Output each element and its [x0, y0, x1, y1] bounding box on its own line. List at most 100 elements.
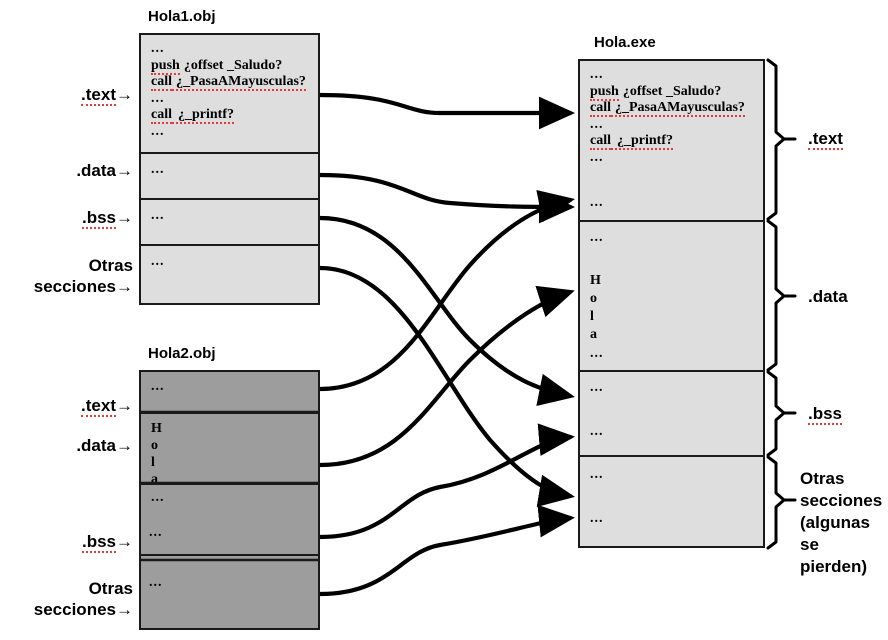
- label-exe-other-line1: Otras: [800, 469, 845, 488]
- hola1-other-dots: ...: [151, 254, 165, 269]
- hola1-text-section: ... push¿offset _Saludo? call¿_PasaAMayu…: [141, 35, 318, 154]
- label-obj2-text: .text→: [0, 395, 133, 417]
- hola2-obj-title: Hola2.obj: [148, 345, 216, 362]
- exe-text-code: ... push¿offset _Saludo? call¿_PasaAMayu…: [590, 67, 761, 166]
- label-obj2-bss-name: .bss: [81, 532, 116, 553]
- exe-code-call1-arg: ¿_PasaAMayusculas?: [611, 100, 745, 117]
- label-obj1-other: Otras secciones→: [0, 255, 133, 297]
- hola2-data-char-l: l: [151, 455, 155, 470]
- exe-data-char-l: l: [590, 309, 594, 324]
- hola-exe-box: ... push¿offset _Saludo? call¿_PasaAMayu…: [578, 59, 765, 548]
- exe-bss-dots-1: ...: [590, 380, 604, 395]
- bracket-data: [766, 219, 786, 372]
- label-obj2-bss: .bss→: [0, 531, 133, 553]
- hola1-code-line-1: ...: [151, 41, 165, 56]
- hola1-data-section: ...: [141, 154, 318, 200]
- label-obj2-text-arrow: →: [116, 396, 133, 415]
- label-obj1-data: .data→: [0, 160, 133, 181]
- hola1-code-call1: call: [151, 74, 172, 91]
- exe-text-section: ... push¿offset _Saludo? call¿_PasaAMayu…: [580, 61, 763, 222]
- hola1-code-call2-arg: ¿_printf?: [172, 107, 234, 124]
- exe-code-line-1: ...: [590, 67, 604, 82]
- label-exe-other-line5: pierden): [800, 557, 868, 576]
- arrow-obj2-data-to-exe-data: [317, 285, 575, 468]
- hola1-code-line-4: ...: [151, 90, 165, 106]
- label-obj2-other-line2: secciones: [33, 600, 116, 619]
- hola2-data-section-tail: [141, 485, 318, 556]
- hola1-text-code: ... push¿offset _Saludo? call¿_PasaAMayu…: [151, 41, 316, 140]
- label-exe-other-line2: secciones: [800, 491, 883, 510]
- arrow-obj1-text-to-exe-text: [317, 92, 576, 130]
- exe-other-dots-2: ...: [590, 511, 604, 526]
- hola2-text-section: ...: [141, 372, 318, 414]
- label-obj2-other-line1: Otras: [88, 579, 133, 598]
- hola2-other-dots: ...: [149, 575, 163, 590]
- hola2-text-dots: ...: [151, 379, 165, 394]
- label-obj1-other-arrow: →: [116, 277, 133, 296]
- exe-other-section: ... ...: [580, 457, 763, 546]
- exe-data-char-H: H: [590, 273, 601, 288]
- hola1-bss-section: ...: [141, 200, 318, 246]
- label-obj1-text: .text→: [0, 84, 133, 106]
- label-obj2-data-name: .data: [76, 436, 116, 455]
- label-exe-text-name: .text: [808, 129, 843, 150]
- bracket-other: [766, 455, 786, 550]
- hola-exe-title: Hola.exe: [594, 34, 656, 51]
- label-obj1-data-arrow: →: [116, 161, 133, 180]
- exe-data-dots-bottom: ...: [590, 346, 604, 361]
- hola1-code-push-arg: ¿offset _Saludo?: [183, 57, 283, 73]
- exe-bss-section: ... ...: [580, 372, 763, 457]
- hola2-bss-dots: ...: [149, 525, 163, 540]
- hola1-code-line-6: ...: [151, 123, 165, 139]
- arrow-obj2-bss-to-exe-bss: [317, 423, 576, 540]
- label-exe-text: .text: [808, 128, 843, 150]
- exe-code-line-4: ...: [590, 116, 604, 132]
- hola2-data-char-H: H: [151, 421, 162, 436]
- bracket-bss: [766, 370, 786, 457]
- hola1-code-call1-arg: ¿_PasaAMayusculas?: [172, 74, 306, 91]
- exe-data-section: ... H o l a ...: [580, 222, 763, 372]
- hola1-code-call2: call: [151, 107, 172, 124]
- hola2-data-char-o: o: [151, 438, 158, 453]
- label-exe-data-name: .data: [808, 287, 848, 306]
- label-exe-data: .data: [808, 286, 848, 308]
- hola2-data-char-a: a: [151, 472, 158, 487]
- hola1-obj-title: Hola1.obj: [148, 8, 216, 25]
- label-obj2-data: .data→: [0, 435, 133, 456]
- label-exe-bss-name: .bss: [808, 404, 843, 425]
- label-obj1-bss: .bss→: [0, 207, 133, 229]
- exe-code-line-6: ...: [590, 149, 604, 165]
- exe-code-push: push: [590, 83, 619, 101]
- label-obj1-bss-arrow: →: [116, 208, 133, 227]
- hola2-obj-box: ... H o l a ...: [139, 370, 320, 630]
- label-obj1-other-line2row: secciones→: [0, 276, 133, 297]
- arrow-obj1-otras-to-exe-otras: [317, 265, 575, 508]
- label-obj1-data-name: .data: [76, 161, 116, 180]
- exe-bss-dots-2: ...: [590, 424, 604, 439]
- arrow-obj2-otras-to-exe-otras: [317, 504, 576, 597]
- label-obj2-other: Otras secciones→: [0, 578, 133, 620]
- exe-data-dots-top: ...: [590, 230, 604, 245]
- exe-code-call2: call: [590, 133, 611, 150]
- label-exe-other-line3: (algunas: [800, 513, 870, 532]
- hola2-data-dots: ...: [151, 490, 165, 505]
- hola1-data-dots: ...: [151, 162, 165, 177]
- exe-data-char-o: o: [590, 291, 597, 306]
- arrow-obj2-text-to-exe-text: [317, 190, 575, 392]
- hola1-obj-box: ... push¿offset _Saludo? call¿_PasaAMayu…: [139, 33, 320, 305]
- bracket-text: [766, 58, 786, 221]
- label-obj1-other-line2: secciones: [33, 277, 116, 296]
- label-obj2-other-line2row: secciones→: [0, 599, 133, 620]
- arrow-obj1-data-to-exe-data: [317, 172, 576, 224]
- exe-code-call1: call: [590, 100, 611, 117]
- label-obj1-bss-name: .bss: [81, 208, 116, 229]
- exe-data-char-a: a: [590, 327, 597, 342]
- label-exe-other: Otras secciones (algunas se pierden): [800, 468, 882, 578]
- label-obj2-text-name: .text: [81, 396, 116, 417]
- exe-code-call2-arg: ¿_printf?: [611, 133, 673, 150]
- exe-code-push-arg: ¿offset _Saludo?: [622, 83, 722, 99]
- link-curves: [317, 92, 576, 597]
- hola1-bss-dots: ...: [151, 208, 165, 223]
- arrow-obj1-bss-to-exe-bss: [317, 215, 575, 406]
- exe-other-dots-1: ...: [590, 467, 604, 482]
